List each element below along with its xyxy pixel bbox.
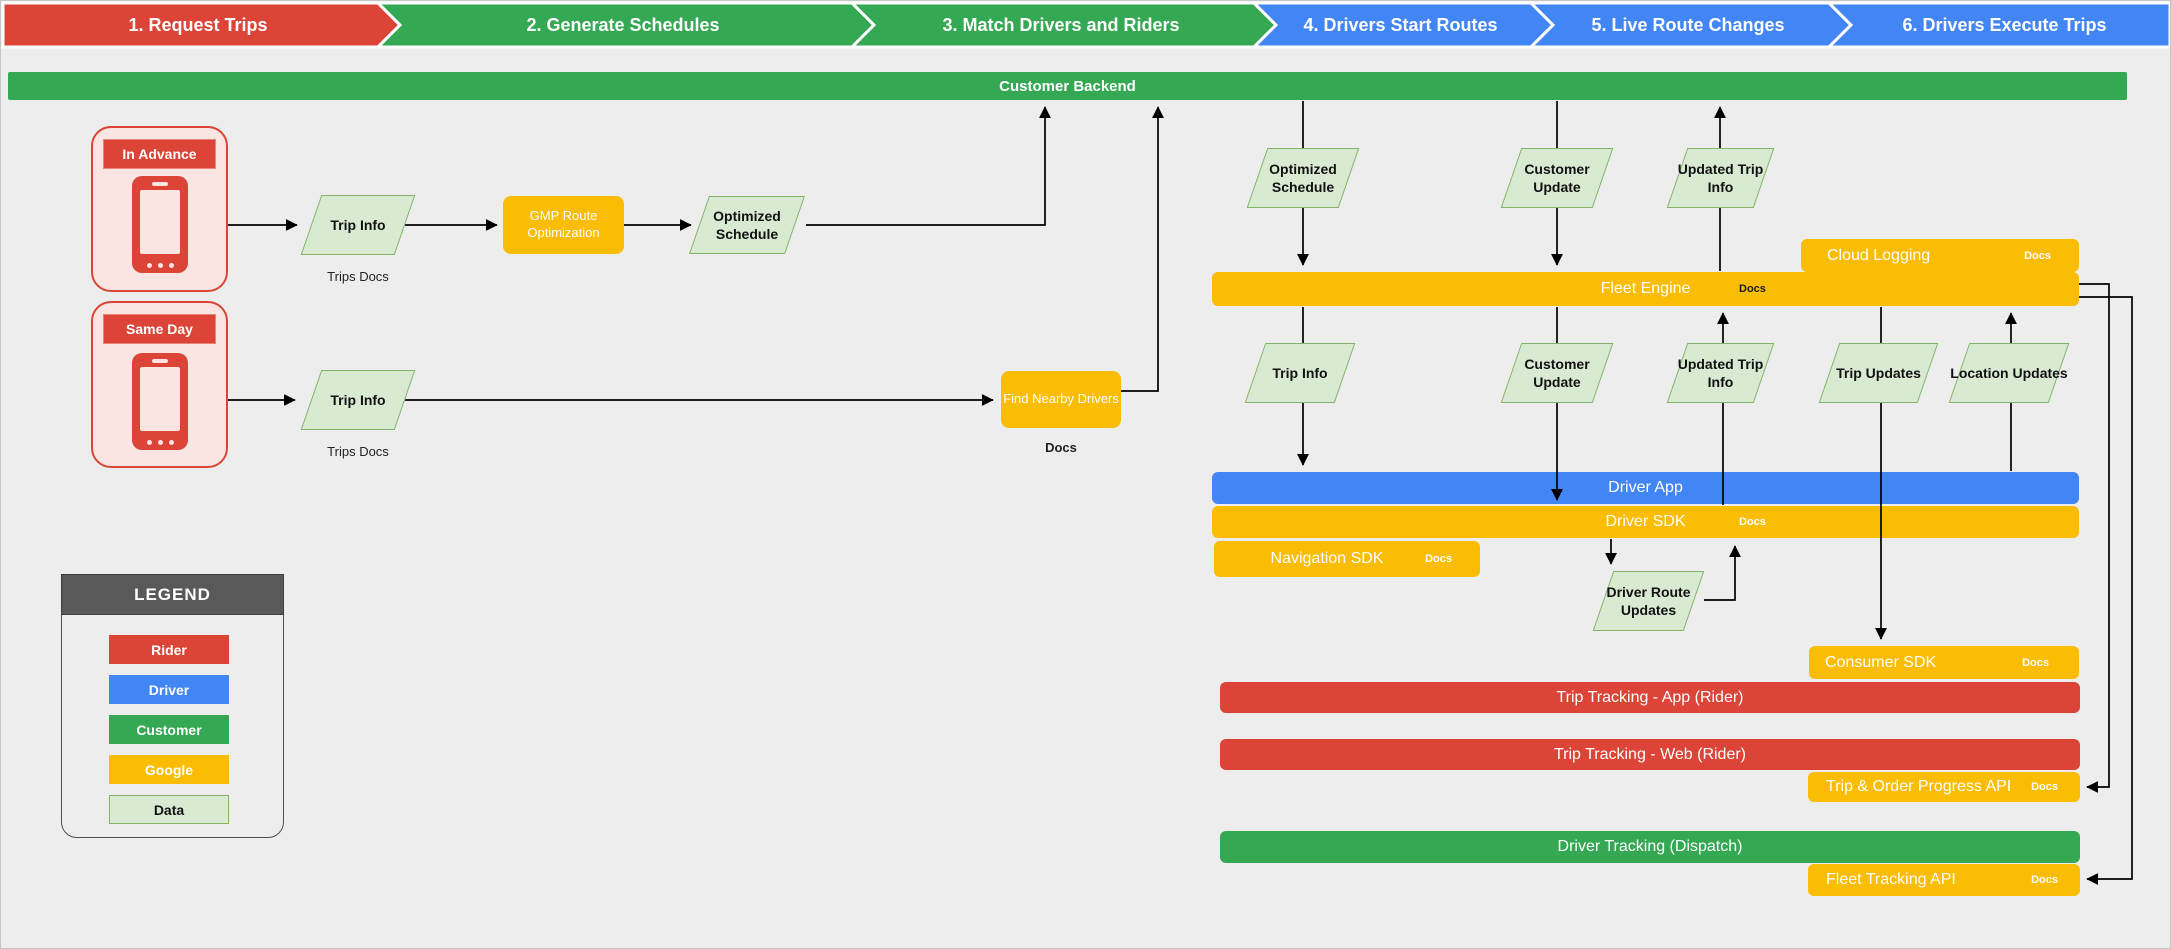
find-nearby-docs-link[interactable]: Docs xyxy=(1045,440,1077,455)
legend: LEGEND Rider Driver Customer Google Data xyxy=(61,574,284,838)
driver-sdk-docs-link[interactable]: Docs xyxy=(1739,516,1766,528)
legend-item-driver: Driver xyxy=(109,675,229,704)
customer-update-node-mid: Customer Update xyxy=(1500,343,1614,403)
fleet-engine-docs-link[interactable]: Docs xyxy=(1739,283,1766,295)
legend-item-data: Data xyxy=(109,795,229,824)
same-day-header: Same Day xyxy=(103,314,216,344)
in-advance-group: In Advance xyxy=(91,126,228,292)
legend-item-rider: Rider xyxy=(109,635,229,664)
phone-buttons-icon xyxy=(132,440,188,445)
step-shape-6 xyxy=(1825,1,2170,49)
trips-docs-link-1[interactable]: Trips Docs xyxy=(327,269,389,284)
step-5-label: 5. Live Route Changes xyxy=(1591,14,1785,35)
driver-tracking-bar: Driver Tracking (Dispatch) xyxy=(1220,831,2080,863)
navigation-sdk-bar: Navigation SDK Docs xyxy=(1214,541,1480,577)
updated-trip-info-node-top: Updated Trip Info xyxy=(1666,148,1775,208)
driver-route-updates-node: Driver Route Updates xyxy=(1592,571,1705,631)
gmp-route-optimization-node: GMP Route Optimization xyxy=(503,196,624,254)
navigation-sdk-docs-link[interactable]: Docs xyxy=(1425,553,1452,565)
step-1-label: 1. Request Trips xyxy=(128,14,268,35)
find-nearby-drivers-node: Find Nearby Drivers xyxy=(1001,371,1121,428)
optimized-schedule-node-left: Optimized Schedule xyxy=(689,196,805,254)
same-day-group: Same Day xyxy=(91,301,228,468)
fleet-engine-bar: Fleet Engine Docs xyxy=(1212,272,2079,306)
trip-order-progress-api-docs-link[interactable]: Docs xyxy=(2031,781,2058,793)
rider-phone-icon xyxy=(132,176,188,273)
trip-info-node-2: Trip Info xyxy=(300,370,416,430)
trip-info-node-1: Trip Info xyxy=(300,195,416,255)
customer-backend-bar: Customer Backend xyxy=(8,72,2127,100)
process-steps-bar xyxy=(1,1,2170,49)
step-4-label: 4. Drivers Start Routes xyxy=(1303,14,1498,35)
phone-speaker-icon xyxy=(152,182,168,186)
customer-backend-label: Customer Backend xyxy=(999,77,1136,95)
trips-docs-link-2[interactable]: Trips Docs xyxy=(327,444,389,459)
cloud-logging-docs-link[interactable]: Docs xyxy=(2024,249,2051,262)
location-updates-node: Location Updates xyxy=(1948,343,2070,403)
fleet-tracking-api-docs-link[interactable]: Docs xyxy=(2031,874,2058,886)
step-2-label: 2. Generate Schedules xyxy=(526,14,720,35)
step-6-label: 6. Drivers Execute Trips xyxy=(1902,14,2107,35)
driver-sdk-bar: Driver SDK Docs xyxy=(1212,506,2079,538)
trip-info-node-mid: Trip Info xyxy=(1244,343,1356,403)
step-3-label: 3. Match Drivers and Riders xyxy=(942,14,1180,35)
phone-screen-icon xyxy=(140,367,180,431)
phone-screen-icon xyxy=(140,190,180,254)
customer-update-node-top: Customer Update xyxy=(1500,148,1614,208)
updated-trip-info-node-mid: Updated Trip Info xyxy=(1666,343,1775,403)
legend-item-customer: Customer xyxy=(109,715,229,744)
fleet-tracking-api-bar: Fleet Tracking API Docs xyxy=(1808,864,2080,896)
driver-app-bar: Driver App xyxy=(1212,472,2079,504)
in-advance-header: In Advance xyxy=(103,139,216,169)
phone-speaker-icon xyxy=(152,359,168,363)
rider-phone-icon xyxy=(132,353,188,450)
legend-item-google: Google xyxy=(109,755,229,784)
consumer-sdk-docs-link[interactable]: Docs xyxy=(2022,656,2049,669)
cloud-logging-bar: Cloud Logging Docs xyxy=(1801,239,2079,272)
legend-title: LEGEND xyxy=(61,574,284,615)
optimized-schedule-node-top: Optimized Schedule xyxy=(1246,148,1360,208)
consumer-sdk-bar: Consumer SDK Docs xyxy=(1809,646,2079,679)
trip-updates-node: Trip Updates xyxy=(1818,343,1939,403)
trip-tracking-app-bar: Trip Tracking - App (Rider) xyxy=(1220,682,2080,713)
trip-tracking-web-bar: Trip Tracking - Web (Rider) xyxy=(1220,739,2080,770)
trip-order-progress-api-bar: Trip & Order Progress API Docs xyxy=(1808,772,2080,802)
phone-buttons-icon xyxy=(132,263,188,268)
